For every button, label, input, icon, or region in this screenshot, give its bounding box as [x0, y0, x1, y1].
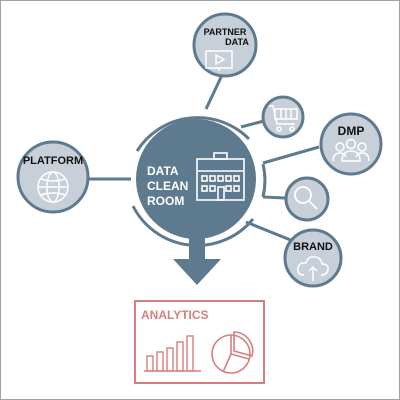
connectors	[89, 72, 320, 243]
bar-chart-icon	[144, 335, 201, 372]
hub-label-line3: ROOM	[147, 194, 184, 208]
hub-label-line2: CLEAN	[147, 179, 188, 193]
cloud-upload-icon	[297, 256, 329, 281]
analytics-panel: ANALYTICS	[134, 300, 265, 384]
node-dmp: DMP	[319, 112, 383, 176]
video-screen-icon	[205, 50, 233, 71]
dmp-label: DMP	[338, 124, 365, 138]
arrow-down	[173, 233, 221, 285]
partner-label-line2: DATA	[225, 37, 249, 47]
node-shopping	[261, 95, 305, 139]
brand-label: BRAND	[293, 241, 333, 253]
magnifier-icon	[294, 186, 318, 210]
connector-search	[262, 195, 286, 200]
hub-data-clean-room: DATA CLEAN ROOM	[136, 119, 256, 239]
people-group-icon	[332, 138, 370, 162]
globe-icon	[37, 171, 69, 203]
connector-dmp	[262, 145, 320, 165]
node-search	[284, 176, 330, 222]
connector-shopping	[240, 119, 265, 129]
partner-label-line1: PARTNER	[204, 27, 247, 37]
analytics-title: ANALYTICS	[141, 308, 209, 322]
node-platform: PLATFORM	[16, 140, 90, 214]
shopping-cart-icon	[269, 105, 298, 132]
building-icon	[196, 152, 245, 201]
node-brand: BRAND	[283, 228, 343, 288]
node-partner-data: PARTNER DATA	[192, 12, 258, 78]
pie-chart-icon	[211, 331, 254, 374]
hub-label-line1: DATA	[147, 164, 179, 178]
platform-label: PLATFORM	[23, 155, 83, 167]
connector-partner	[204, 72, 225, 110]
connector-brand	[245, 220, 294, 243]
